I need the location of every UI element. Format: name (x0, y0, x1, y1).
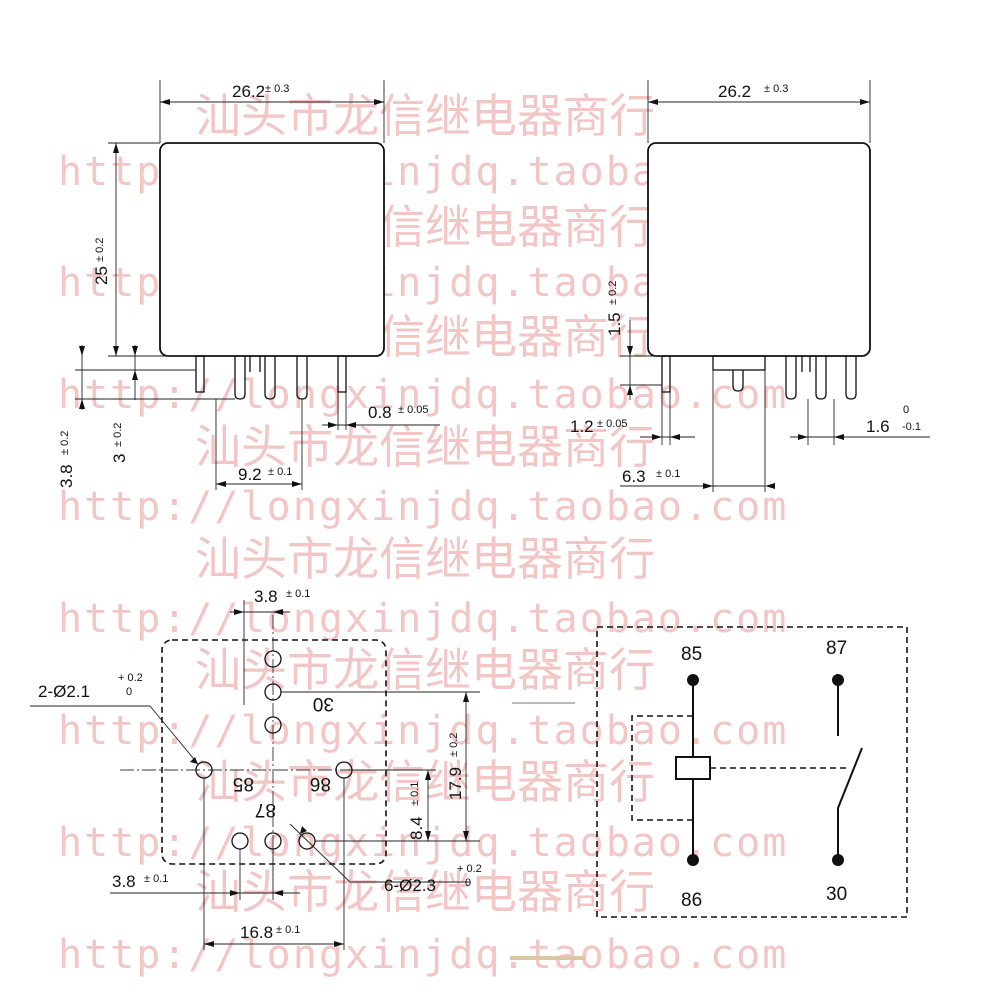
watermark-chinese: 汕头市龙信继电器商行 (195, 532, 655, 586)
schematic-pin-87: 87 (826, 638, 847, 659)
pin (815, 356, 827, 400)
pin-hole (264, 716, 282, 734)
front-pin-total-value: 3.8 (57, 464, 76, 488)
switch-contact (837, 747, 863, 809)
footprint-pin-30: 30 (313, 693, 334, 714)
front-view: 26.2 ± 0.3 25 ± 0.2 3.8 ± 0.2 3 ± 0.2 0.… (57, 80, 440, 490)
footprint-large-holes-value: 6-Ø2.3 (384, 876, 436, 895)
watermark-url: http://longxinjdq.taobao.com (58, 372, 788, 418)
front-pin-short-value: 3 (110, 454, 129, 463)
pin-hole (264, 650, 282, 668)
front-height-tol: ± 0.2 (94, 238, 106, 262)
side-width-value: 26.2 (718, 82, 751, 101)
side-standoff-value: 1.5 (605, 312, 624, 336)
front-pin-short-tol: ± 0.2 (112, 423, 124, 447)
footprint-small-holes-value: 2-Ø2.1 (38, 682, 90, 701)
watermark-chinese: 汕头市龙信继电器商行 (195, 643, 655, 697)
side-width-tol: ± 0.3 (764, 83, 788, 95)
footprint-mid-span-tol: ± 0.1 (409, 782, 421, 806)
footprint-large-holes-tol-upper: + 0.2 (457, 863, 482, 875)
side-pin-width-tol-upper: 0 (903, 404, 909, 416)
watermark-chinese: 汕头市龙信继电器商行 (195, 755, 655, 809)
footprint-height-span-tol: ± 0.2 (448, 733, 460, 757)
side-view: 26.2 ± 0.3 1.5 ± 0.2 1.2 ± 0.05 1.6 0 -0… (570, 80, 930, 492)
relay-body-side (647, 142, 871, 357)
watermark-url: http://longxinjdq.taobao.com (58, 932, 788, 978)
front-pin-spacing-value: 9.2 (238, 465, 262, 484)
front-width-tol: ± 0.3 (265, 83, 289, 95)
side-pin-width-tol-lower: -0.1 (902, 421, 921, 433)
side-pin-thickness-tol: ± 0.05 (597, 418, 628, 430)
footprint-small-holes-tol-upper: + 0.2 (118, 672, 143, 684)
front-pin-thickness-value: 0.8 (368, 403, 392, 422)
pin (337, 355, 347, 393)
footprint-bottom-pitch-value: 3.8 (112, 872, 136, 891)
circuit-schematic: 85 87 86 30 (596, 626, 908, 918)
coil (675, 756, 711, 780)
footprint-width-span-value: 16.8 (240, 923, 273, 942)
front-height-value: 25 (92, 266, 111, 285)
footprint-top-pitch-value: 3.8 (254, 587, 278, 606)
watermark-chinese: 汕头市龙信继电器商行 (195, 420, 655, 474)
watermark-chinese: 汕头市龙信继电器商行 (195, 865, 655, 919)
pcb-footprint: 30 85 86 87 3.8 ± 0.1 2-Ø2.1 + 0.2 0 6-Ø… (30, 587, 482, 950)
pin (845, 356, 857, 400)
pin (732, 370, 744, 392)
front-width-value: 26.2 (232, 82, 265, 101)
pin (661, 355, 671, 393)
pin (195, 355, 205, 393)
side-offset-tol: ± 0.1 (656, 468, 680, 480)
coil-bracket (631, 715, 693, 821)
footprint-pin-85: 85 (233, 773, 254, 794)
footprint-pin-87: 87 (255, 799, 276, 820)
footprint-large-holes-tol-lower: 0 (465, 877, 471, 889)
footprint-bottom-pitch-tol: ± 0.1 (144, 873, 168, 885)
front-pin-total-tol: ± 0.2 (59, 431, 71, 455)
watermark-url: http://longxinjdq.taobao.com (58, 820, 788, 866)
side-pin-thickness-value: 1.2 (570, 417, 594, 436)
footprint-height-span-value: 17.9 (446, 767, 465, 800)
front-pin-spacing-tol: ± 0.1 (268, 466, 292, 478)
footprint-pin-86: 86 (310, 773, 331, 794)
watermark-url: http://longxinjdq.taobao.com (58, 708, 788, 754)
pin (234, 356, 246, 400)
pin (785, 356, 797, 400)
watermark-url: http://longxinjdq.taobao.com (58, 484, 788, 530)
relay-body-front (159, 142, 385, 357)
footprint-outline (161, 639, 387, 865)
footprint-small-holes-tol-lower: 0 (126, 686, 132, 698)
footprint-mid-span-value: 8.4 (407, 816, 426, 840)
front-pin-thickness-tol: ± 0.05 (398, 404, 429, 416)
pin-base (712, 355, 766, 371)
schematic-outline (596, 626, 908, 918)
footprint-width-span-tol: ± 0.1 (276, 924, 300, 936)
pin (264, 356, 276, 400)
watermark-url: http://longxinjdq.taobao.com (58, 596, 788, 642)
schematic-pin-86: 86 (681, 890, 702, 911)
footprint-top-pitch-tol: ± 0.1 (286, 588, 310, 600)
watermark-chinese: 汕头市龙信继电器商行 (195, 89, 655, 143)
schematic-pin-30: 30 (826, 884, 847, 905)
side-standoff-tol: ± 0.2 (607, 281, 619, 305)
side-offset-value: 6.3 (622, 467, 646, 486)
side-pin-width-value: 1.6 (866, 417, 890, 436)
schematic-pin-85: 85 (681, 644, 702, 665)
